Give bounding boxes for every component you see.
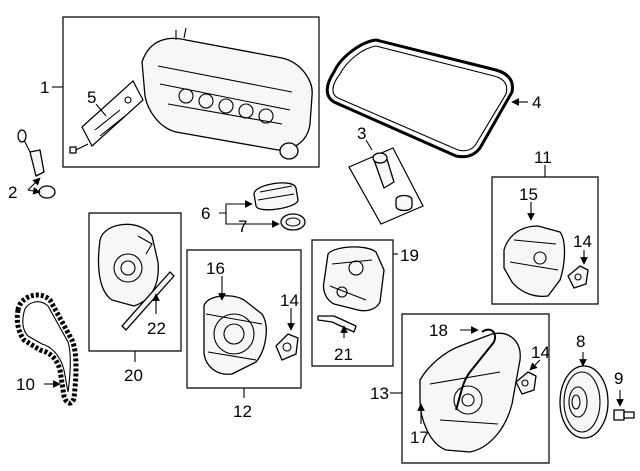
callout-14-a: 14 <box>280 291 299 310</box>
callout-7: 7 <box>238 217 247 236</box>
callout-15: 15 <box>519 185 538 204</box>
callout-10: 10 <box>16 375 35 394</box>
bracket-part[interactable] <box>515 371 537 395</box>
crankshaft-pulley-part[interactable] <box>559 365 609 439</box>
bracket-part[interactable] <box>567 265 589 289</box>
callout-5: 5 <box>87 88 96 107</box>
sensor-washer-part[interactable] <box>38 185 56 199</box>
callout-11: 11 <box>534 148 552 167</box>
part-20-box <box>88 212 182 352</box>
lower-cover-group: 18 14 17 13 <box>370 313 550 464</box>
callout-1: 1 <box>40 78 49 97</box>
sensor-group: 2 <box>8 129 56 202</box>
callout-20: 20 <box>124 366 143 385</box>
callout-16: 16 <box>206 259 225 278</box>
part-5-box <box>81 80 144 147</box>
gasket-group: 4 <box>325 38 541 159</box>
front-timing-cover-part[interactable] <box>203 295 267 375</box>
cap-group: 6 7 <box>201 182 306 236</box>
pulley-bolt-group: 9 <box>613 369 635 421</box>
cap-seal-part[interactable] <box>280 213 306 231</box>
callout-14-c: 14 <box>531 343 550 362</box>
bolt-part[interactable] <box>69 146 77 154</box>
callout-9: 9 <box>614 369 623 388</box>
part-19-box <box>311 239 394 367</box>
callout-8: 8 <box>576 332 585 351</box>
bracket-part[interactable] <box>275 333 299 361</box>
upper-timing-cover-part[interactable] <box>322 246 385 312</box>
part-11-box <box>491 176 599 305</box>
crank-pulley-group: 8 <box>559 332 609 439</box>
callout-14-b: 14 <box>573 232 592 251</box>
callout-19: 19 <box>400 246 419 265</box>
tensioner-rod-part[interactable] <box>121 271 175 331</box>
lower-timing-cover-part[interactable] <box>419 332 521 453</box>
sensor-part[interactable] <box>17 129 27 143</box>
middle-cover-group: 16 14 12 <box>186 249 302 421</box>
callout-6: 6 <box>201 204 210 223</box>
valve-cover-box <box>62 16 320 168</box>
part-13-box <box>401 313 550 464</box>
part-12-box <box>186 249 302 389</box>
part-3-group: 3 <box>348 124 424 225</box>
timing-belt-group: 10 <box>14 292 79 406</box>
rear-timing-cover-part[interactable] <box>97 223 159 307</box>
tube-seal-part[interactable] <box>395 194 413 212</box>
upper-cover-group: 21 19 <box>311 239 419 367</box>
right-cover-group: 15 14 11 <box>491 148 599 305</box>
timing-cover-seal-part[interactable] <box>455 328 496 411</box>
timing-belt-part[interactable] <box>14 292 79 406</box>
callout-13: 13 <box>370 384 389 403</box>
callout-2: 2 <box>8 183 17 202</box>
oil-filler-cap-part[interactable] <box>253 182 299 211</box>
pulley-bolt-part[interactable] <box>613 409 625 421</box>
rear-cover-upper-part[interactable] <box>503 225 566 298</box>
callout-21: 21 <box>334 345 353 364</box>
callout-4: 4 <box>532 93 541 112</box>
timing-cover-rear-group: 22 20 <box>88 212 182 385</box>
callout-12: 12 <box>233 402 252 421</box>
cover-gasket-part[interactable] <box>317 315 357 333</box>
callout-17: 17 <box>410 428 429 447</box>
callout-22: 22 <box>147 319 166 338</box>
valve-cover-group: 1 5 <box>40 16 320 168</box>
callout-3: 3 <box>357 124 366 143</box>
callout-18: 18 <box>429 321 448 340</box>
valve-cover-gasket-part[interactable] <box>325 38 514 159</box>
oil-filler-cap-part[interactable] <box>279 142 299 160</box>
valve-cover-part[interactable] <box>141 37 313 151</box>
